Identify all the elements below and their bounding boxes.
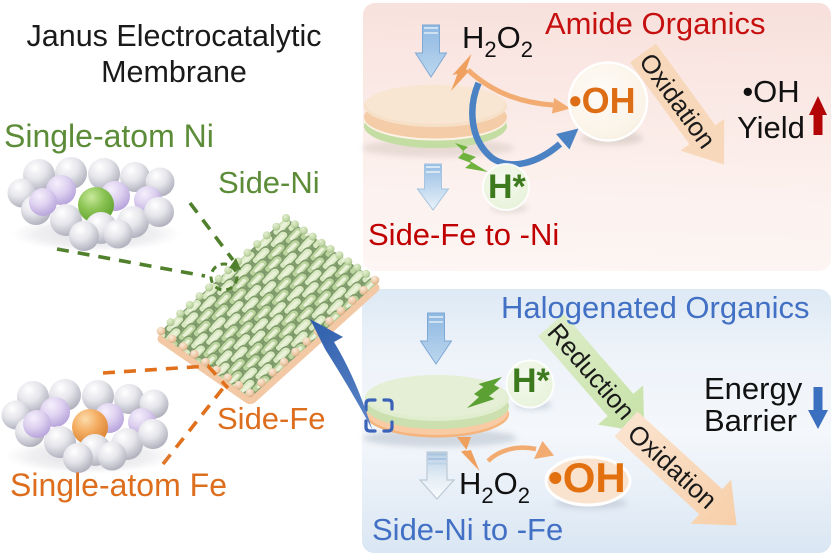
svg-text:Reduction: Reduction [542,317,641,425]
